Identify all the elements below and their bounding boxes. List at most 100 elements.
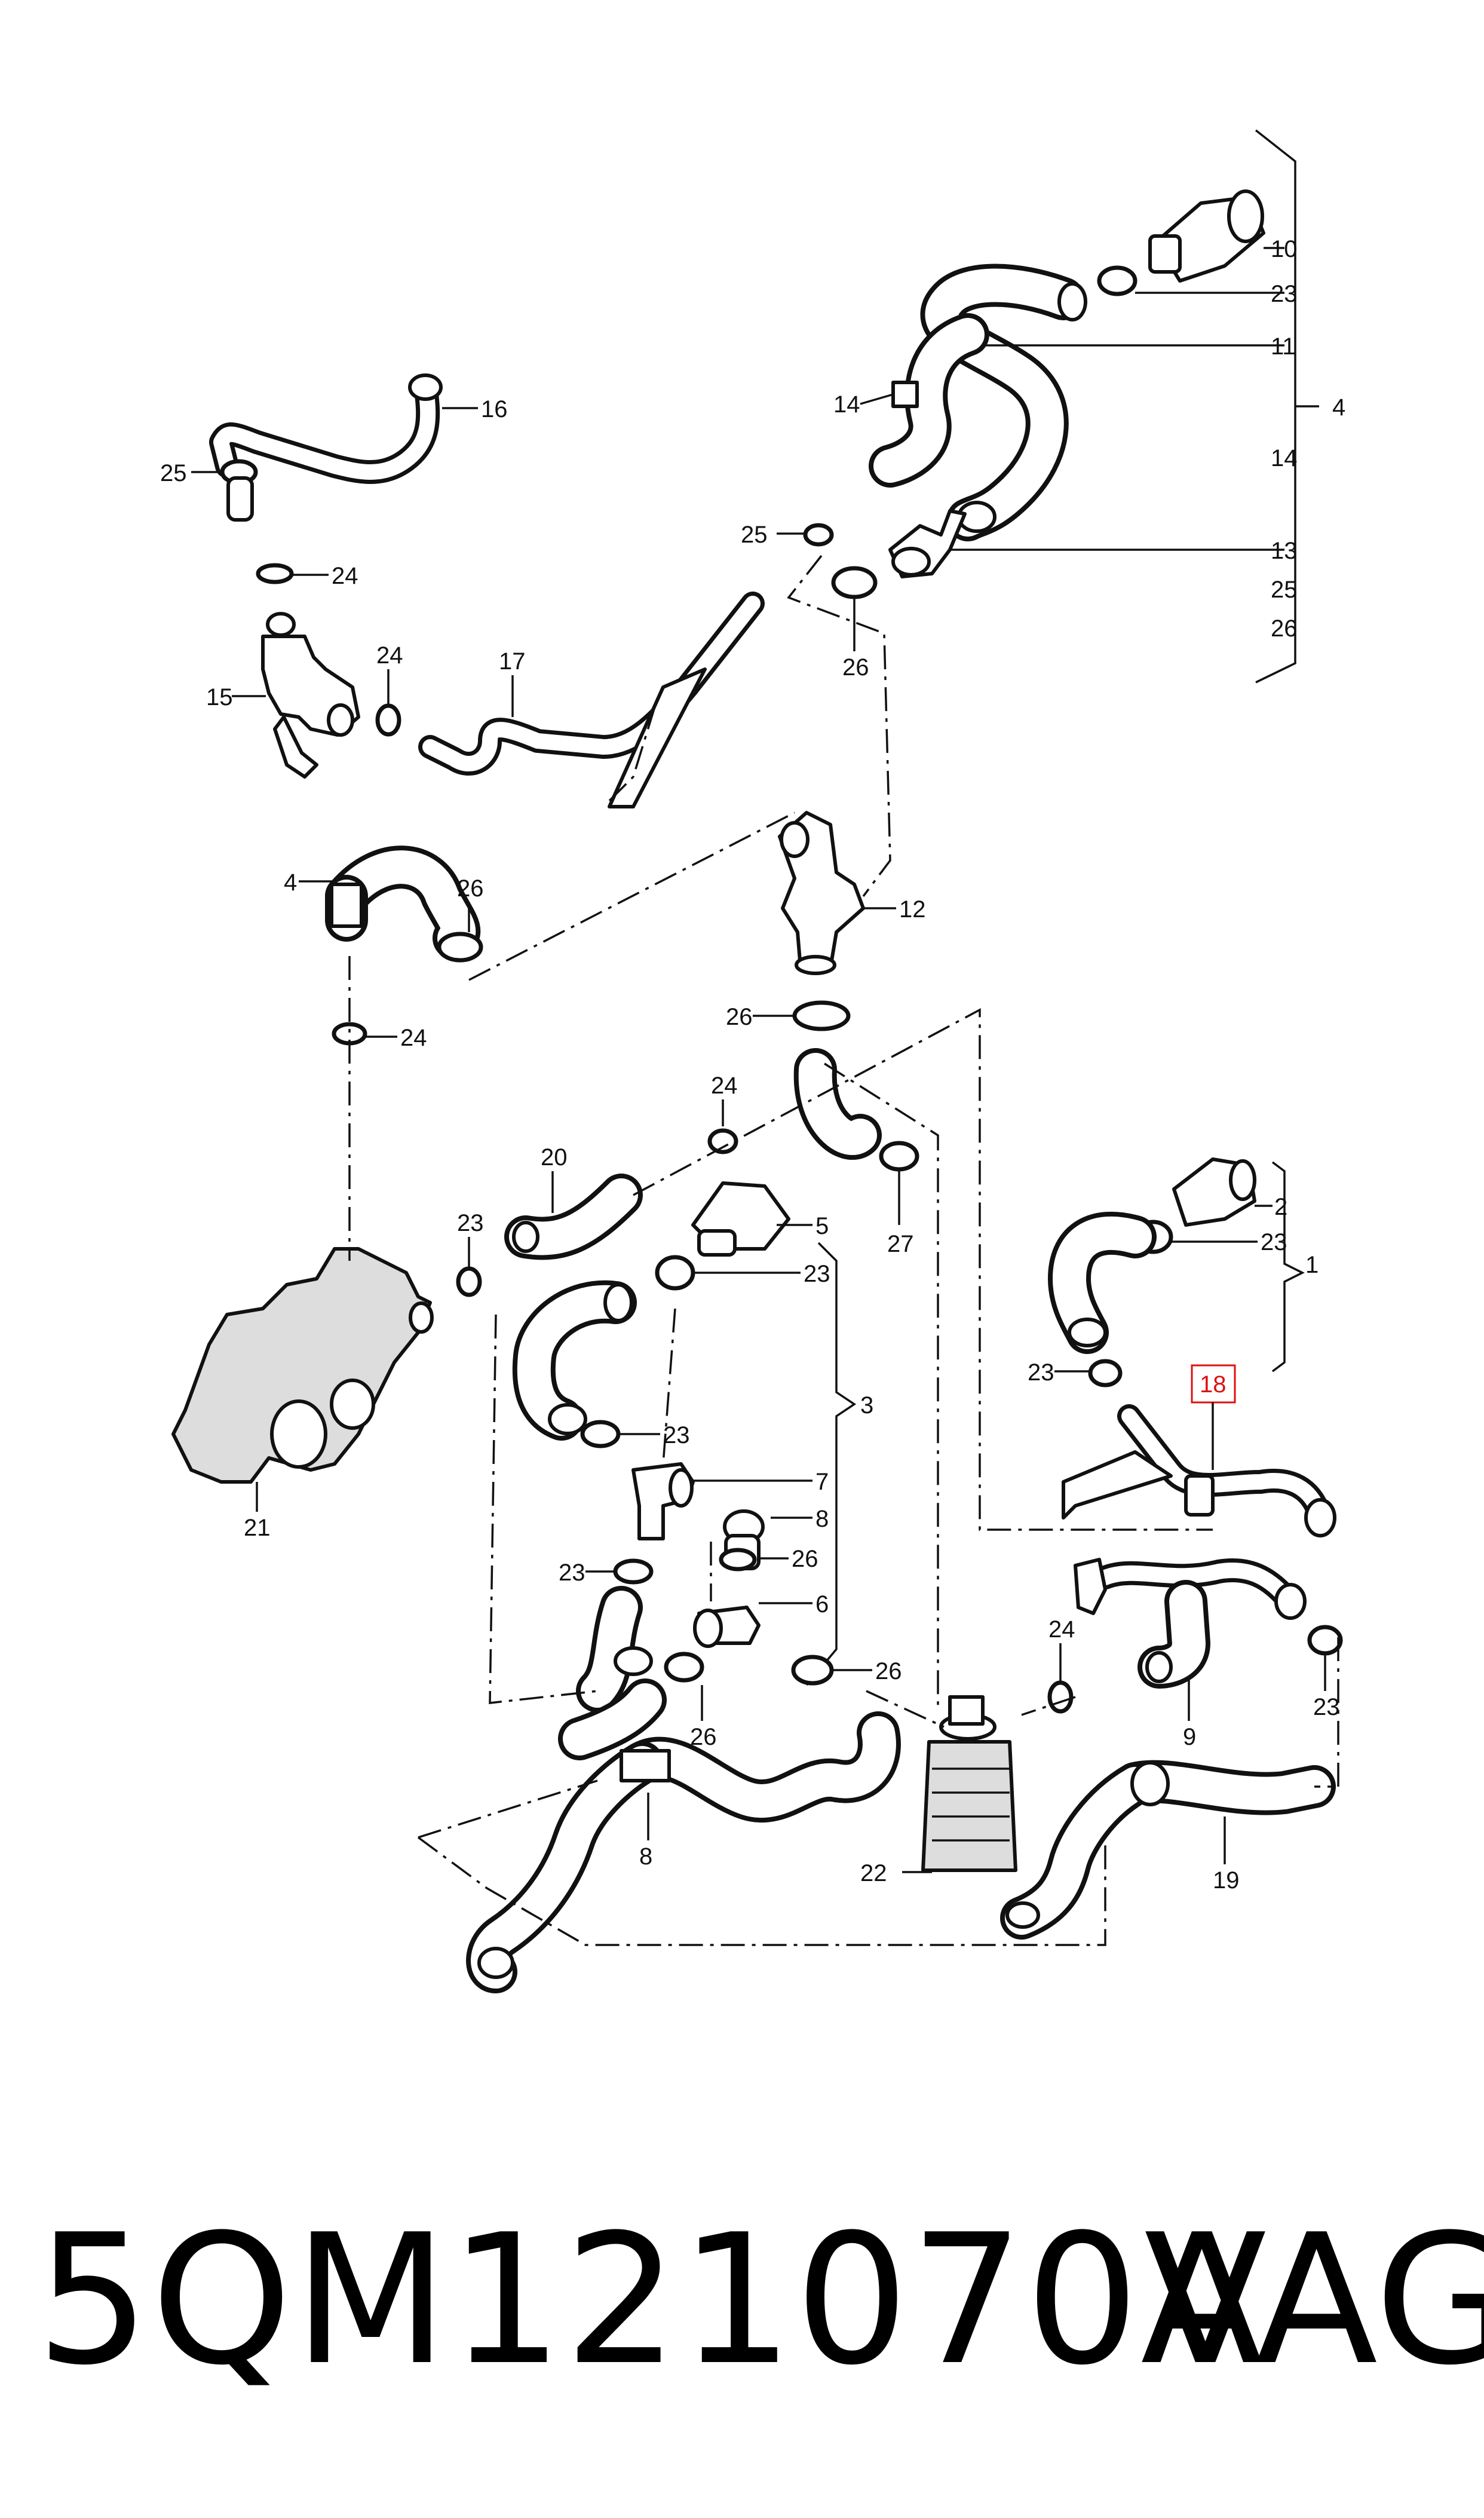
callout-24-a: 24 [332,563,358,589]
hose-lower-left [576,1586,653,1713]
callout-6: 6 [815,1591,829,1618]
callout-23-mid: 23 [804,1261,830,1287]
callout-25-center: 25 [741,522,768,548]
clamp-26-right-mid [719,1548,757,1572]
part-7-tpiece [631,1462,695,1540]
callout-4-left: 4 [284,869,297,896]
callout-26-right-bracket: 26 [1271,615,1298,642]
clamp-23-lower [613,1558,654,1585]
callout-12: 12 [899,896,926,923]
callout-24-e: 24 [1048,1616,1075,1643]
callout-24-b: 24 [376,642,403,669]
callout-24-d: 24 [711,1073,738,1099]
bracket-group-1 [1271,1161,1305,1373]
callout-26-mid: 26 [726,1004,753,1030]
callout-23-i: 23 [1261,1229,1287,1255]
callout-23-lower-mid: 23 [663,1422,690,1448]
clamp-25-center [803,523,834,547]
part-12-valve [778,811,865,975]
part-5-connector [691,1181,790,1257]
clamp-26-mid-left [437,932,483,963]
part-13-connector [888,509,967,578]
part-10-connector [1148,189,1265,283]
part-14-hose [869,313,989,488]
callout-5: 5 [815,1213,829,1239]
callout-19: 19 [1213,1867,1240,1894]
callout-1: 1 [1305,1252,1319,1278]
callout-27: 27 [887,1231,914,1257]
callout-26-lower-right: 26 [875,1658,902,1684]
part-19-hose [1000,1760,1336,1940]
callout-26-mid-left: 26 [457,875,484,902]
part-20-hose [504,1174,643,1260]
callout-23-right-mid: 23 [1028,1359,1054,1386]
callout-14-left: 14 [833,391,860,418]
part-3-hose [512,1280,637,1441]
clamp-24-e [1047,1680,1074,1714]
part-16-pipe [209,373,443,484]
callout-3: 3 [860,1392,873,1419]
clamp-23-left [456,1266,482,1297]
clamp-26-mid [792,1000,851,1031]
clamp-24-b [375,703,401,737]
connection-lines [348,555,1339,1946]
clamp-23-mid [655,1255,695,1291]
callout-23-left: 23 [457,1210,484,1236]
bracket-group-3 [805,1242,857,1686]
clamp-26-lower-right [791,1655,834,1686]
clamp-23-right-low [1307,1625,1343,1656]
part-27-hose [793,1048,919,1172]
callout-26-lower-left: 26 [690,1724,717,1750]
part-17-pipe [418,592,765,808]
callout-9: 9 [1183,1724,1196,1750]
callout-8-a: 8 [815,1506,829,1532]
callout-22: 22 [860,1860,887,1886]
clamp-26-lower-left [664,1652,704,1683]
callout-14-right: 14 [1271,445,1298,471]
part-15-pump [261,612,360,779]
part-22-cooler [921,1695,1017,1872]
clamp-25-left [220,459,258,522]
callout-labels: 1 2 23 3 4 4 5 6 7 8 8 9 10 11 12 13 14 … [160,236,1345,1894]
part-6-connector [693,1606,761,1648]
callout-24-c: 24 [400,1025,427,1051]
callout-21: 21 [244,1515,271,1541]
callout-17: 17 [499,648,526,675]
callout-25-left: 25 [160,460,187,486]
hose-left-link [558,1678,667,1760]
part-4-hose [325,846,480,960]
part-2-connector [1172,1157,1256,1227]
callout-23-right-bracket: 25 [1271,577,1298,603]
hose-right-upper [1048,1211,1157,1354]
bracket-group-4 [1255,129,1319,684]
callout-26-right-mid: 26 [792,1546,818,1572]
callout-7: 7 [815,1469,829,1495]
callout-13: 13 [1271,538,1298,564]
clamp-24-d [707,1128,738,1154]
part-9-hose [1137,1580,1210,1689]
callout-26-upper: 26 [842,654,869,681]
callout-16: 16 [481,396,508,422]
clamp-23-right-mid [1088,1359,1123,1387]
callout-4-right: 4 [1332,394,1345,421]
clamp-24-a [256,563,294,584]
callout-18: 18 [1200,1371,1227,1398]
callout-15: 15 [206,684,233,710]
part-8-lower-hose [466,1711,901,1993]
callout-11: 11 [1271,333,1296,360]
callout-20: 20 [541,1144,568,1171]
callout-10: 10 [1271,236,1298,262]
callout-23-top: 23 [1271,281,1298,307]
brand-name: VAG [1144,2196,1484,2404]
callout-8-b: 8 [639,1843,652,1870]
callout-2: 2 [1274,1194,1287,1220]
part-number: 5QM121070A [36,2196,1265,2404]
part-11-hose [920,264,1087,541]
part-21-pump-housing [171,1247,434,1484]
callout-23-right-low: 23 [1313,1694,1340,1720]
callout-23-lower: 23 [559,1560,585,1586]
clamp-23-top [1097,265,1137,296]
clamp-26-upper [831,566,878,599]
part-18-pipe-assembly [1062,1404,1336,1620]
